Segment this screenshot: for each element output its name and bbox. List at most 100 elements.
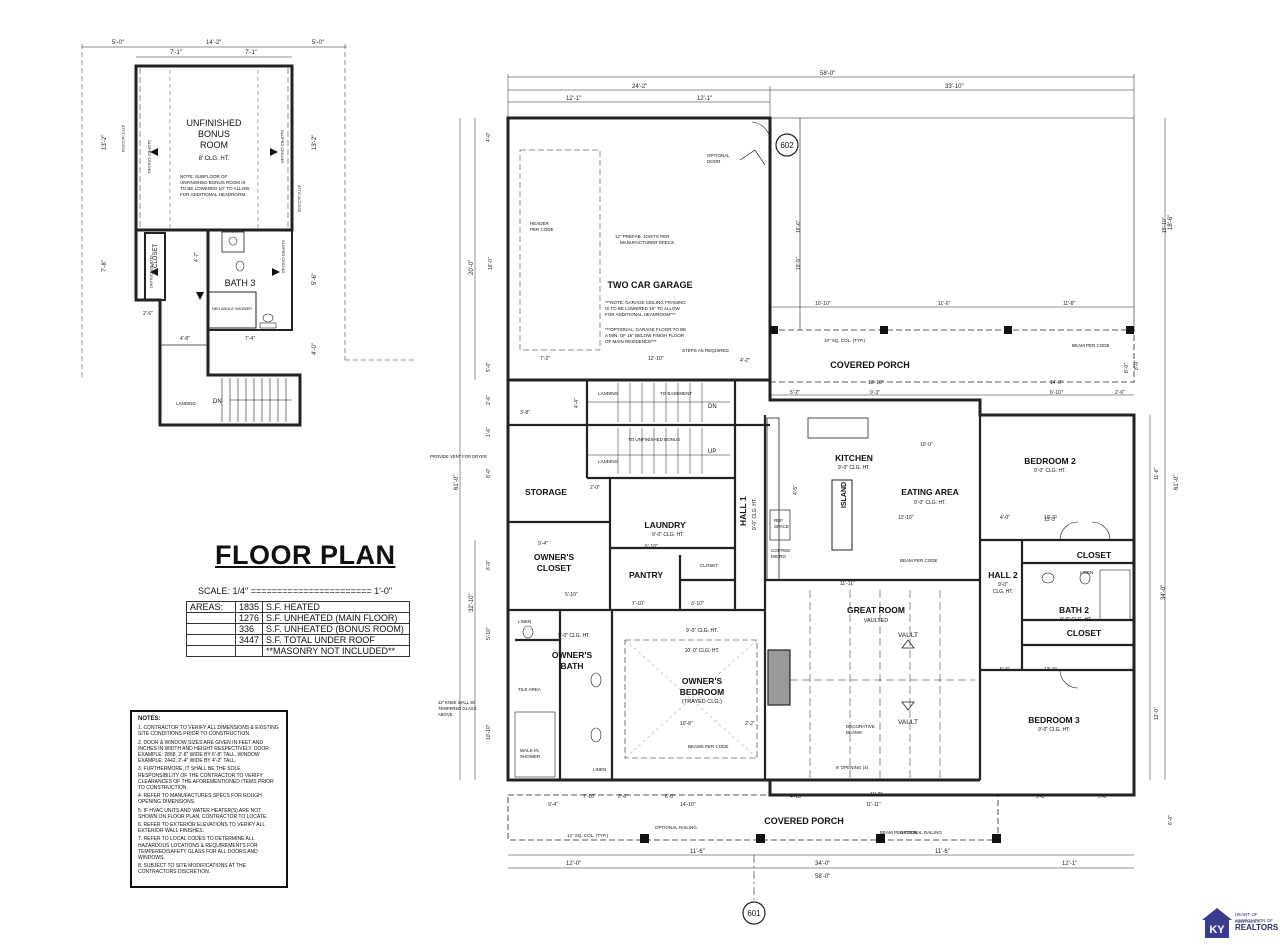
garage-joists-1: 12" PREFAB. JOISTS PER <box>615 234 670 239</box>
misc-dim-21: 13'-3" <box>1044 517 1057 523</box>
section-tag-602 <box>775 133 799 157</box>
area-desc: S.F. HEATED <box>262 601 411 613</box>
scale-dashes: ======================= <box>250 586 372 596</box>
garage-note1-1: ***NOTE: GARAGE CEILING FRAMING <box>605 300 686 305</box>
covered-porch-bot-label: COVERED PORCH <box>764 816 844 826</box>
misc-dim-11: 15'-10" <box>1162 217 1168 233</box>
bonus-sloped-1: SLOPED CEILING <box>147 140 152 173</box>
misc-dim-18: 11'-11" <box>840 581 855 587</box>
hall2-label: HALL 2 <box>988 570 1018 580</box>
bonus-room-label-2: BONUS <box>198 129 230 139</box>
main-dim-right-5: 12'-0" <box>1154 707 1160 720</box>
main-dim-right-3: 34'-0" <box>1161 585 1167 600</box>
note-item: 8. SUBJECT TO SITE MODIFICATIONS AT THE … <box>138 863 246 876</box>
table-row: **MASONRY NOT INCLUDED** <box>186 645 411 657</box>
note-item: 7. REFER TO LOCAL CODES TO DETERMINE ALL… <box>138 836 258 862</box>
garage-header-1: HEADER <box>530 221 550 226</box>
main-dim-left-7: 8'-0" <box>486 468 492 478</box>
misc-dim-8: 13'-10" <box>898 515 914 521</box>
porch-dim-1: 10'-10" <box>815 301 831 307</box>
porch-dim-7: 6'-10" <box>1050 390 1063 396</box>
notes-box: NOTES: 1. CONTRACTOR TO VERIFY ALL DIMEN… <box>130 710 288 888</box>
kitchen-clg: 9'-0" CLG. HT. <box>838 465 870 471</box>
misc-dim-19: 3'-10" <box>691 601 704 607</box>
eating-label: EATING AREA <box>901 487 959 497</box>
main-dim-bot-12: 7'-10" <box>583 794 596 800</box>
section-tag-601-label: 601 <box>747 909 761 918</box>
knee-wall-2: TEMPERED GLASS <box>438 706 477 711</box>
misc-dim-1: 7'-2" <box>540 356 550 362</box>
linen-3-label: LINEN <box>593 767 606 772</box>
section-tag-601 <box>742 901 766 925</box>
main-dim-bot-10: 9'-6" <box>1098 794 1108 800</box>
bonus-dim-1: 5'-0" <box>112 40 124 46</box>
realtors-logo: KY HEART OF KENTUCKY ASSOCIATION OF REAL… <box>1200 906 1278 942</box>
logo-line-2: ASSOCIATION OF <box>1235 918 1273 923</box>
owners-clg-1: 9'-0" CLG. HT. <box>686 628 718 634</box>
misc-dim-7: 5'-10" <box>565 592 578 598</box>
bonus-dim-2: 14'-2" <box>206 40 221 46</box>
main-dim-left-4: 4'-0" <box>486 132 492 142</box>
bonus-attic-1: ATTIC ACCESS <box>121 125 125 153</box>
linen-1-label: LINEN <box>518 619 531 624</box>
main-dim-left-8: 4'-4" <box>574 398 580 408</box>
owners-bath-clg: 9'-0" CLG. HT. <box>558 633 590 639</box>
owners-clg-2: 10'-0" CLG. HT. <box>685 648 720 654</box>
bonus-dim-3: 5'-0" <box>312 40 324 46</box>
note-item: 6. REFER TO EXTERIOR ELEVATIONS TO VERIF… <box>138 822 265 835</box>
porch-dim-9: 2'-6" <box>1115 390 1125 396</box>
table-row: 1276 S.F. UNHEATED (MAIN FLOOR) <box>186 612 411 624</box>
note-item: 1. CONTRACTOR TO VERIFY ALL DIMENSIONS &… <box>138 725 279 738</box>
table-row: 336 S.F. UNHEATED (BONUS ROOM) <box>186 623 411 635</box>
bonus-sloped-3: SLOPED CEILING <box>149 255 154 288</box>
vault-2-label: VAULT <box>898 719 918 726</box>
beams-code-label: BEAMS PER CODE <box>688 744 729 749</box>
misc-dim-2: 12'-10" <box>648 356 664 362</box>
microwave-1: COFFEE/ <box>771 548 791 553</box>
misc-dim-15: 6'-10" <box>645 544 658 550</box>
porch-dim-6: 9'-3" <box>870 390 880 396</box>
bedroom2-label: BEDROOM 2 <box>1024 456 1076 466</box>
landing-2-label: LANDING <box>598 459 619 464</box>
main-dim-left-1: 61'-0" <box>454 475 460 490</box>
optional-railing-2: OPTIONAL RAILING <box>900 830 942 835</box>
closet2-label: CLOSET <box>1067 628 1102 638</box>
to-basement-label: TO BASEMENT <box>660 391 692 396</box>
main-dim-top-1: 24'-2" <box>632 84 647 90</box>
garage-note2-2: A MIN. OF 16" BELOW FINISH FLOOR <box>605 333 685 338</box>
notes-header: NOTES: <box>138 716 161 722</box>
garage-note1-2: IS TO BE LOWERED 16" TO ALLOW <box>605 306 681 311</box>
misc-dim-4: 4'-2" <box>740 358 750 364</box>
island-label: ISLAND <box>841 482 848 508</box>
bonus-dim-inner-4: 2'-6" <box>143 311 153 317</box>
logo-line-1: HEART OF KENTUCKY <box>1235 912 1260 924</box>
note-item: 4. REFER TO MANUFACTURES SPECS FOR ROUGH… <box>138 793 262 806</box>
landing-1-label: LANDING <box>598 391 619 396</box>
misc-dim-23: 10'-8" <box>680 721 693 727</box>
main-dim-bot-14: 6'-0" <box>665 794 675 800</box>
areas-table: AREAS: 1835 S.F. HEATED 1276 S.F. UNHEAT… <box>186 601 411 657</box>
bonus-note-2: UNFINISHED BONUS ROOM IS <box>180 180 246 185</box>
main-dim-bot-11: 9'-4" <box>548 802 558 808</box>
col-top-label: 10" SQ. COL. (TYP.) <box>824 338 866 343</box>
bonus-room-label-1: UNFINISHED <box>186 118 242 128</box>
owners-bed-2: BEDROOM <box>680 687 724 697</box>
misc-dim-5: 9'-4" <box>538 541 548 547</box>
microwave-2: MICRO <box>771 554 786 559</box>
main-dim-right-1: 61'-0" <box>1174 475 1180 490</box>
porch-dim-5: 14'-0" <box>1050 380 1063 386</box>
misc-dim-14: 10'-3" <box>1044 515 1057 521</box>
main-dim-left-10: 6'-0" <box>486 560 492 570</box>
bonus-dim-right-3: 4'-0" <box>312 343 318 355</box>
decorative-1: DECORATIVE <box>846 724 875 729</box>
linen-2-label: LINEN <box>1080 570 1093 575</box>
garage-note2-3: OF MAIN RESIDENCE*** <box>605 339 657 344</box>
bonus-note-1: NOTE: SUBFLOOR OF <box>180 174 228 179</box>
main-dim-bot-9: 5'-8" <box>1036 794 1046 800</box>
area-num <box>234 645 264 657</box>
owners-bath-2: BATH <box>561 661 584 671</box>
bonus-room-label-3: ROOM <box>200 140 228 150</box>
main-dim-bot-15: 4'-10" <box>790 794 803 800</box>
main-dim-right-4: 11'-6" <box>1154 467 1160 480</box>
misc-dim-16: 7'-10" <box>632 601 645 607</box>
